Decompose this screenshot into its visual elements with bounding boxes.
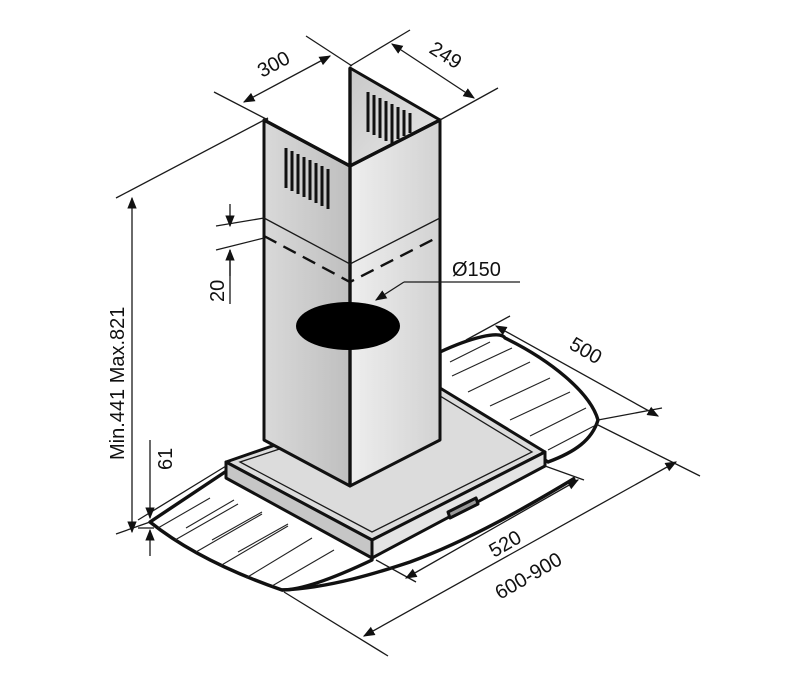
dim-canopy-depth: 500 bbox=[566, 333, 606, 369]
dim-total-height: Min.441 Max.821 bbox=[107, 307, 129, 460]
duct-opening bbox=[296, 302, 400, 350]
vent-slots-back bbox=[366, 92, 412, 144]
telescopic-seam-dashed bbox=[263, 234, 441, 284]
dim-chimney-width: 249 bbox=[425, 38, 465, 74]
dim-chimney-depth: 300 bbox=[254, 47, 294, 82]
vent-slots-left bbox=[284, 148, 330, 209]
chimney-right-face bbox=[348, 118, 442, 488]
dim-glass-height: 61 bbox=[155, 448, 177, 470]
telescopic-seam-solid bbox=[263, 217, 441, 265]
dim-overlap: 20 bbox=[207, 280, 229, 302]
dim-duct-diameter: Ø150 bbox=[452, 259, 501, 281]
chimney bbox=[262, 66, 442, 488]
